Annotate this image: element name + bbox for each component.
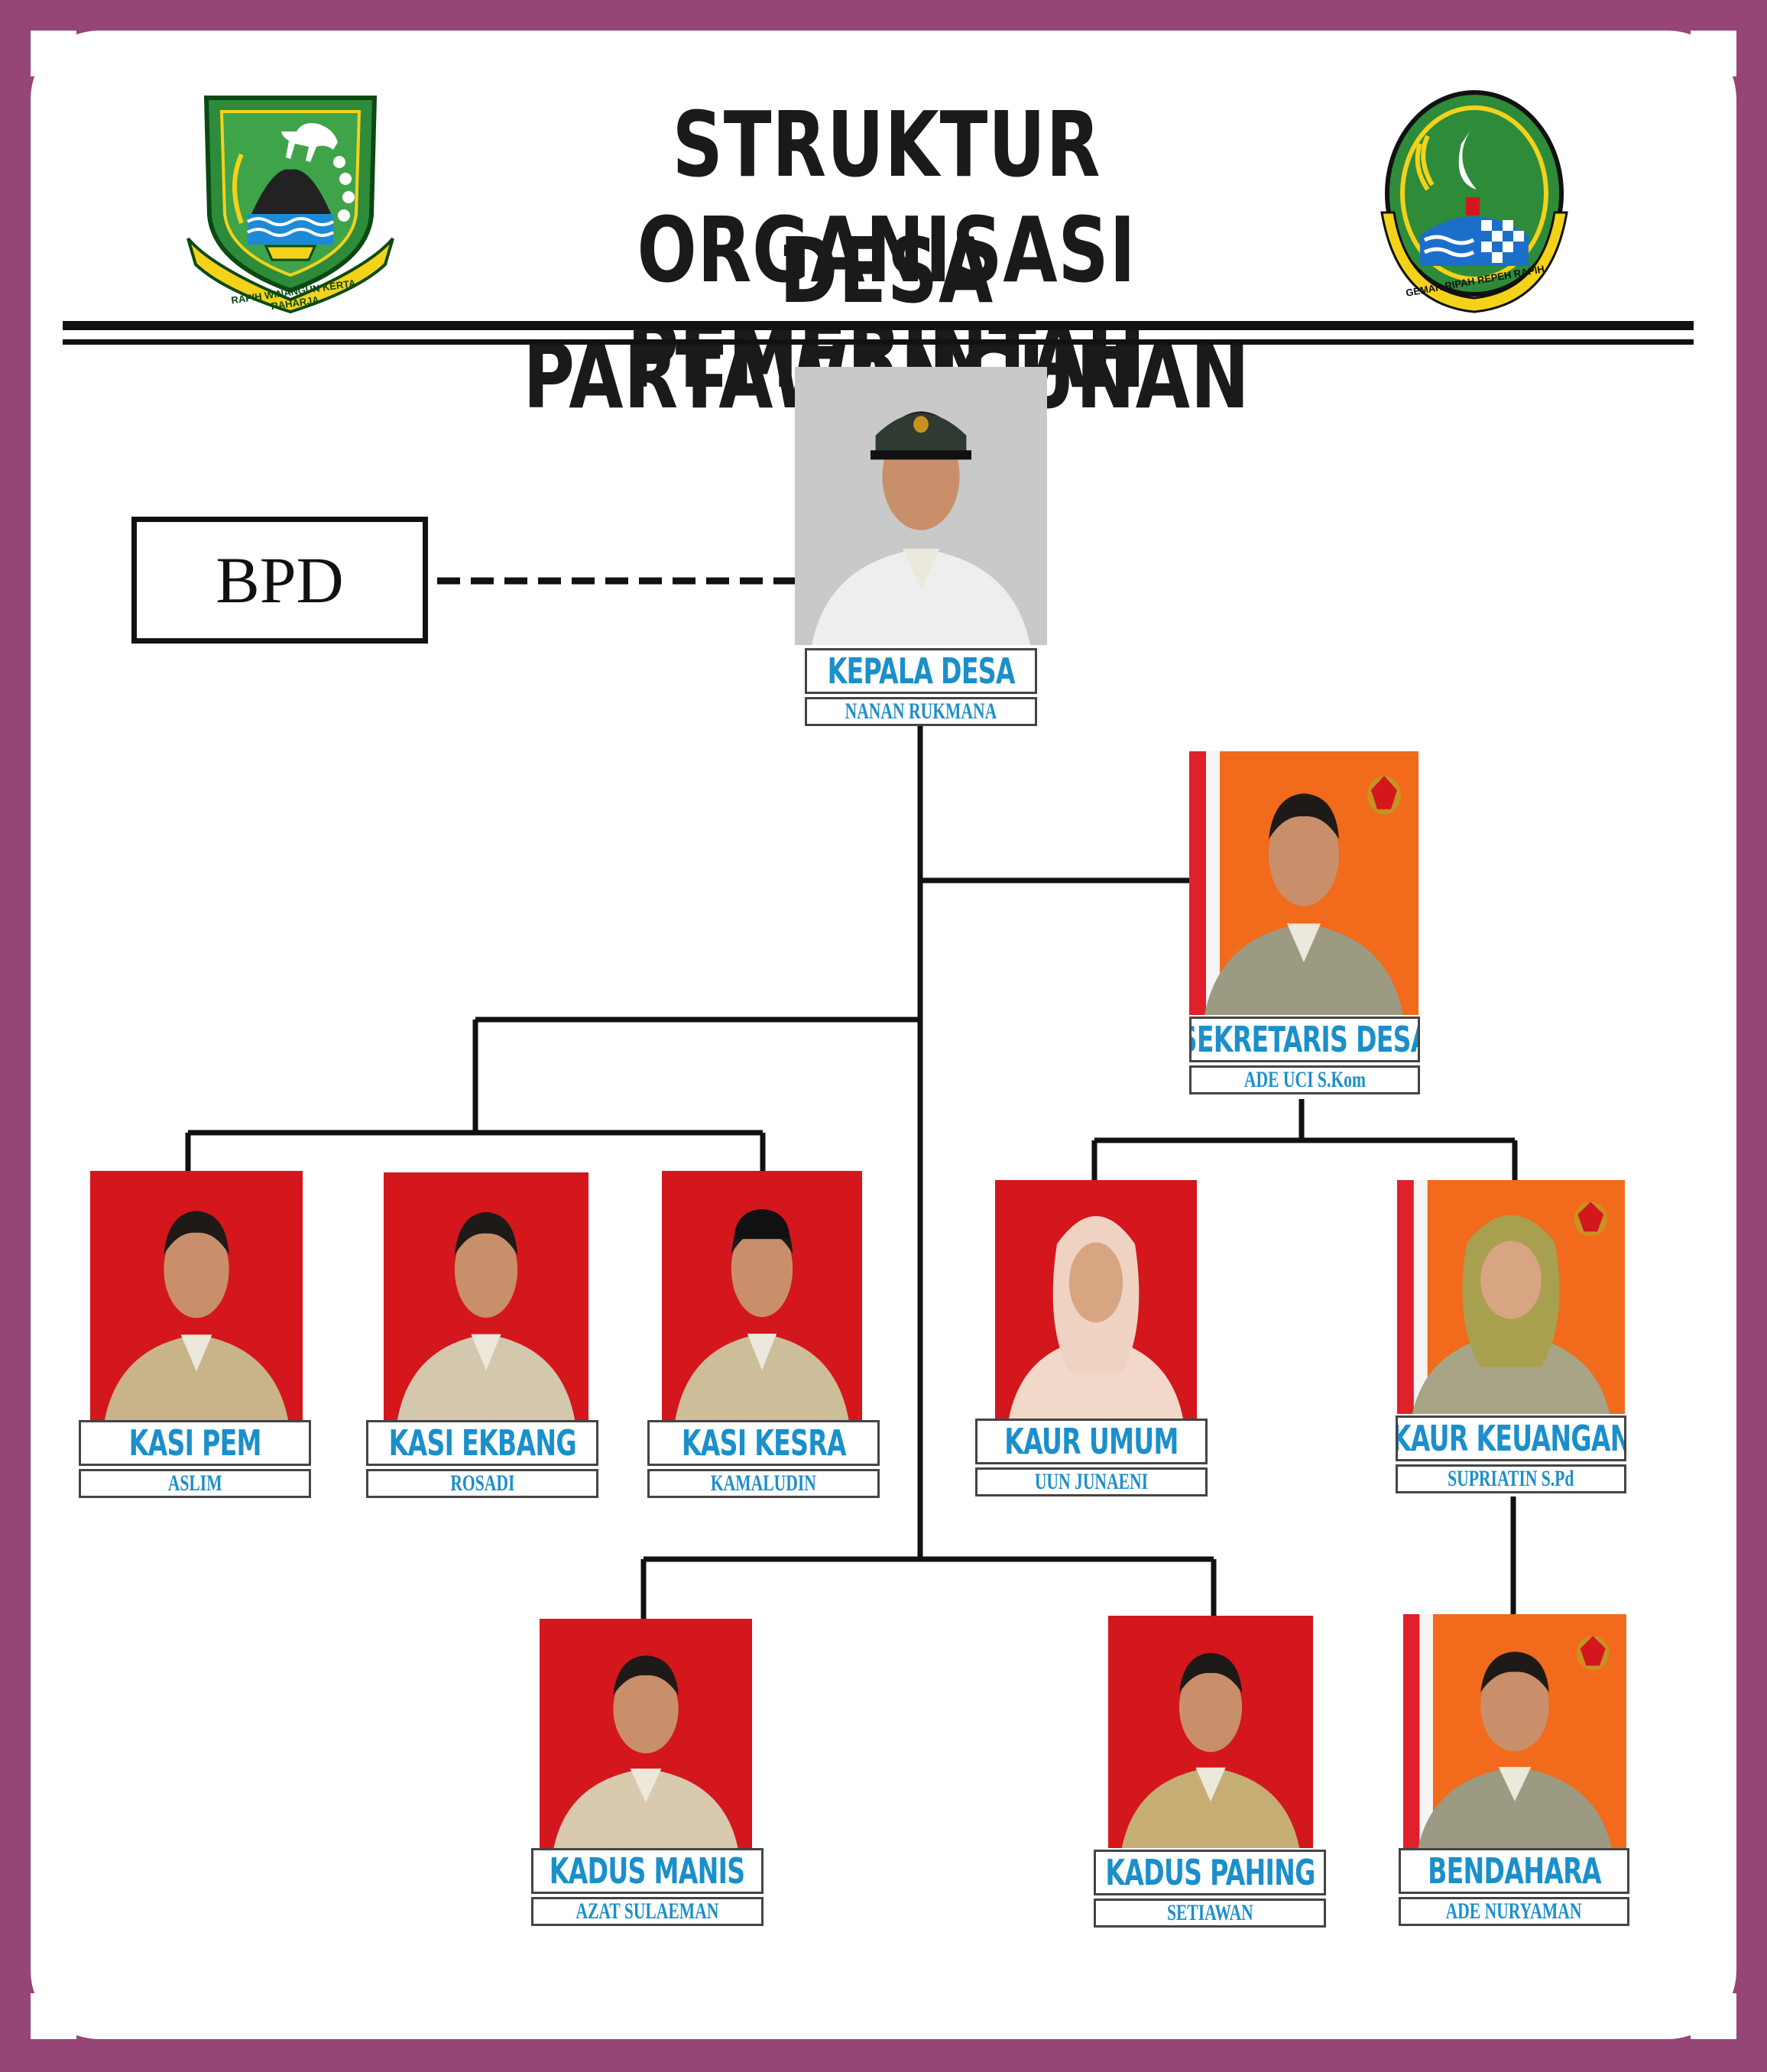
name-label-sekdes: ADE UCI S.Kom bbox=[1189, 1065, 1420, 1094]
position-label-bendahara: BENDAHARA bbox=[1399, 1848, 1629, 1894]
name-label-kasiekbang: ROSADI bbox=[366, 1469, 598, 1498]
position-label-sekdes: SEKRETARIS DESA bbox=[1189, 1017, 1420, 1062]
west-java-province-emblem-icon bbox=[1380, 90, 1568, 313]
panel-corner bbox=[1691, 1993, 1736, 2039]
official-photo-bendahara bbox=[1403, 1614, 1626, 1848]
official-photo-kasiekbang bbox=[384, 1172, 588, 1420]
position-label-kadusmanis: KADUS MANIS bbox=[531, 1848, 764, 1894]
position-label-kasipem: KASI PEM bbox=[79, 1420, 311, 1466]
name-label-kaurumum: UUN JUNAENI bbox=[975, 1467, 1208, 1496]
name-label-kasikesra: KAMALUDIN bbox=[647, 1469, 880, 1498]
official-photo-kepala bbox=[795, 367, 1047, 645]
subang-regency-emblem-icon bbox=[186, 96, 394, 314]
header-divider bbox=[63, 321, 1694, 330]
position-label-kaurumum: KAUR UMUM bbox=[975, 1419, 1208, 1464]
name-label-kadusmanis: AZAT SULAEMAN bbox=[531, 1897, 764, 1926]
position-label-kasikesra: KASI KESRA bbox=[647, 1420, 880, 1466]
panel-corner bbox=[1691, 31, 1736, 76]
official-photo-sekdes bbox=[1189, 751, 1418, 1015]
header-divider bbox=[63, 339, 1694, 345]
name-label-kaduspahing: SETIAWAN bbox=[1094, 1899, 1326, 1928]
name-label-kepala: NANAN RUKMANA bbox=[805, 697, 1037, 726]
bpd-box: BPD bbox=[131, 517, 428, 644]
official-photo-kaurumum bbox=[995, 1180, 1197, 1420]
official-photo-kaurkeu bbox=[1397, 1180, 1625, 1414]
position-label-kaduspahing: KADUS PAHING bbox=[1094, 1850, 1326, 1895]
official-photo-kaduspahing bbox=[1108, 1616, 1313, 1848]
position-label-kepala: KEPALA DESA bbox=[805, 648, 1037, 694]
position-label-kasiekbang: KASI EKBANG bbox=[366, 1420, 598, 1466]
name-label-kaurkeu: SUPRIATIN S.Pd bbox=[1396, 1464, 1626, 1493]
panel-corner bbox=[31, 31, 76, 76]
official-photo-kasikesra bbox=[662, 1171, 862, 1420]
official-photo-kadusmanis bbox=[540, 1619, 752, 1848]
name-label-kasipem: ASLIM bbox=[79, 1469, 311, 1498]
position-label-kaurkeu: KAUR KEUANGAN bbox=[1396, 1415, 1626, 1461]
panel-corner bbox=[31, 1993, 76, 2039]
name-label-bendahara: ADE NURYAMAN bbox=[1399, 1897, 1629, 1926]
official-photo-kasipem bbox=[90, 1171, 303, 1422]
